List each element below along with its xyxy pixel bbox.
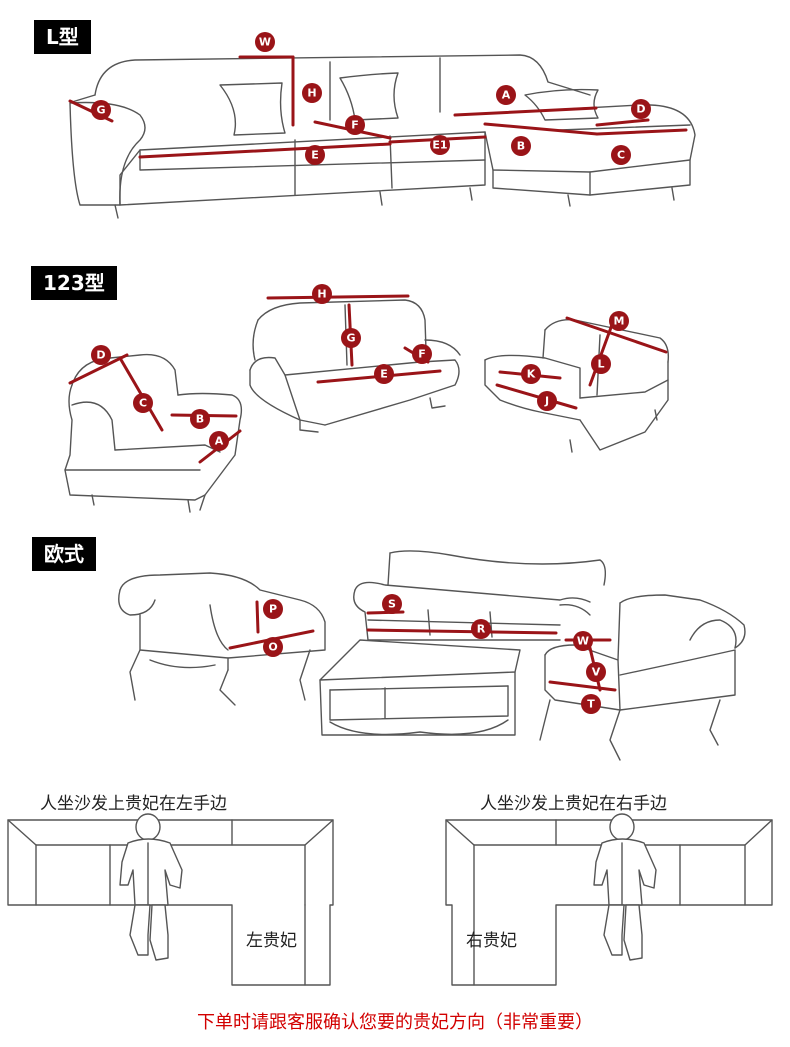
direction-notice: 下单时请跟客服确认您要的贵妃方向（非常重要） [197,1012,593,1033]
svg-text:J: J [544,395,549,408]
svg-text:K: K [527,368,536,381]
marker-m-two-seat: M [609,311,629,331]
european-armchair-right-drawing [539,594,746,761]
section-label-european: 欧式 [32,537,96,571]
svg-text:S: S [388,598,396,611]
three-seat-sofa-drawing [249,294,461,433]
svg-text:V: V [592,666,601,679]
right-chaise-caption: 人坐沙发上贵妃在右手边 [480,794,667,814]
left-chaise-plan [7,819,334,986]
svg-text:H: H [317,288,326,301]
svg-text:D: D [636,103,645,116]
left-chaise-caption: 人坐沙发上贵妃在左手边 [40,794,227,814]
marker-e-l: E [305,145,325,165]
marker-a-armchair: A [209,431,229,451]
marker-b-l: B [511,136,531,156]
svg-text:A: A [502,89,511,102]
marker-d-armchair: D [91,345,111,365]
marker-e1-l: E1 [430,135,450,155]
marker-l-two-seat: L [591,354,611,374]
marker-e-three-seat: E [374,364,394,384]
svg-text:E: E [311,149,319,162]
svg-text:E1: E1 [432,139,447,152]
right-chaise-label: 右贵妃 [466,931,517,951]
two-seat-sofa-drawing [484,316,670,453]
svg-text:G: G [96,104,105,117]
svg-text:D: D [96,349,105,362]
marker-h-l: H [302,83,322,103]
svg-text:G: G [346,332,355,345]
marker-o-european: O [263,637,283,657]
marker-h-three-seat: H [312,284,332,304]
section-label-123-type: 123型 [31,266,117,300]
svg-text:F: F [351,119,359,132]
svg-text:M: M [614,315,625,328]
svg-text:F: F [418,348,426,361]
coffee-table-drawing [319,639,521,736]
marker-a-l: A [496,85,516,105]
marker-k-two-seat: K [521,364,541,384]
l-sofa-drawing [68,54,696,219]
svg-text:A: A [215,435,224,448]
marker-s-european: S [382,594,402,614]
marker-w-l: W [255,32,275,52]
marker-c-l: C [611,145,631,165]
svg-text:R: R [477,623,486,636]
european-sofa-drawing [353,550,607,641]
marker-v-european: V [586,662,606,682]
svg-text:W: W [577,635,589,648]
svg-text:O: O [268,641,277,654]
marker-j-two-seat: J [537,391,557,411]
marker-b-armchair: B [190,409,210,429]
svg-text:C: C [617,149,625,162]
marker-f-three-seat: F [412,344,432,364]
marker-d-l: D [631,99,651,119]
svg-text:E: E [380,368,388,381]
marker-g-l: G [91,100,111,120]
marker-c-armchair: C [133,393,153,413]
person-figure-right [593,813,657,961]
marker-r-european: R [471,619,491,639]
marker-t-european: T [581,694,601,714]
svg-text:P: P [269,603,277,616]
svg-text:H: H [307,87,316,100]
svg-text:W: W [259,36,271,49]
svg-text:T: T [587,698,595,711]
svg-text:C: C [139,397,147,410]
left-chaise-label: 左贵妃 [246,931,297,951]
marker-w-european: W [573,631,593,651]
svg-text:B: B [196,413,204,426]
marker-g-three-seat: G [341,328,361,348]
marker-f-l: F [345,115,365,135]
marker-p-european: P [263,599,283,619]
european-armchair-left-drawing [118,572,326,706]
section-label-l-type: L型 [34,20,91,54]
svg-text:B: B [517,140,525,153]
right-chaise-plan [445,819,773,986]
person-figure-left [119,813,183,961]
svg-text:L: L [597,358,604,371]
